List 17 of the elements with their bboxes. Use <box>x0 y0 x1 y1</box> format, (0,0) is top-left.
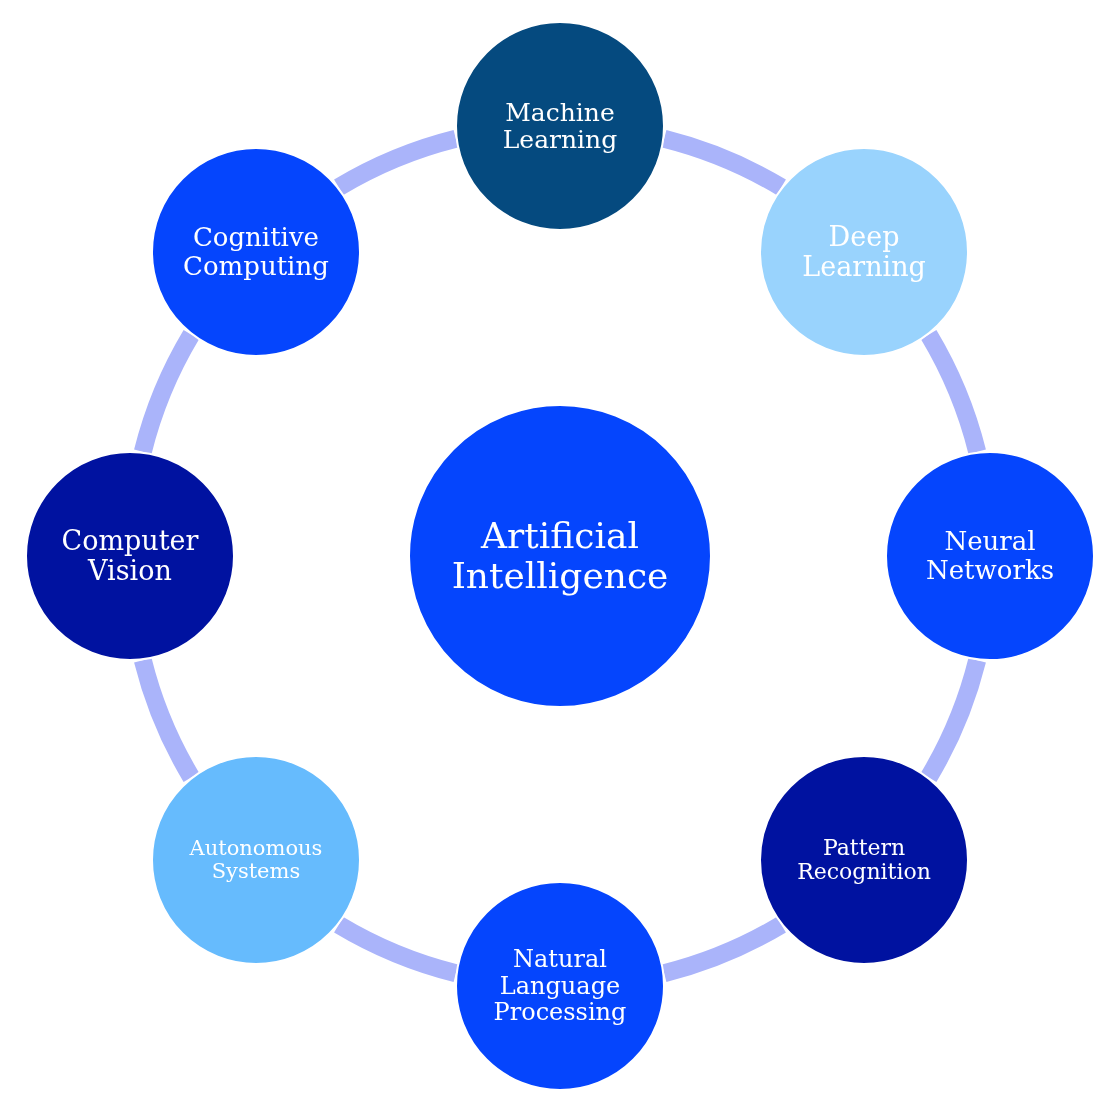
node-label: Machine Learning <box>501 98 619 154</box>
ring-connector <box>134 657 200 782</box>
node-label: Neural Networks <box>925 527 1055 585</box>
ring-connector <box>334 130 459 196</box>
node-label: Autonomous Systems <box>188 836 324 884</box>
node-label: Computer Vision <box>60 526 200 586</box>
ring-connector <box>661 916 786 982</box>
node-label: Artificial Intelligence <box>450 516 670 596</box>
ring-connector <box>661 130 786 196</box>
ring-connector <box>334 916 459 982</box>
ring-connector <box>920 330 986 455</box>
node-label: Pattern Recognition <box>796 835 932 885</box>
ring-connector <box>134 330 200 455</box>
node-label: Cognitive Computing <box>182 223 330 281</box>
node-label: Deep Learning <box>801 222 927 282</box>
ring-connector <box>920 657 986 782</box>
node-label: Natural Language Processing <box>492 946 628 1026</box>
